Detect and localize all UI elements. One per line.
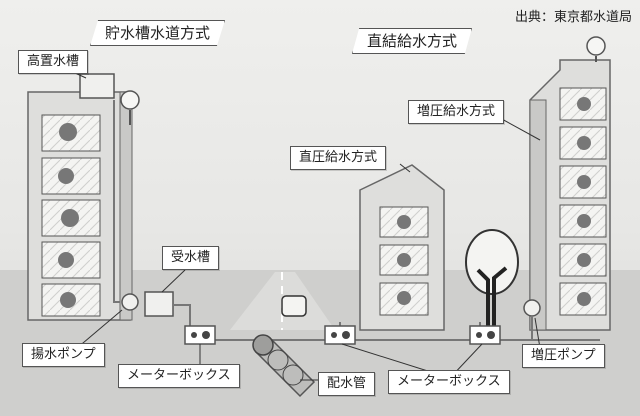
direct-system-title: 直結給水方式 [352, 28, 473, 54]
booster-pump-shape [523, 299, 541, 317]
tank-building [27, 73, 140, 321]
receiving-tank-shape [144, 291, 174, 317]
main-pipe-shape [252, 334, 316, 398]
booster-building [523, 36, 611, 331]
receiving-tank-label: 受水槽 [162, 246, 220, 270]
meter-box-label-right: メーターボックス [388, 370, 510, 394]
main-pipe-label: 配水管 [318, 372, 376, 396]
car [281, 295, 307, 317]
direct-pressure-label: 直圧給水方式 [290, 146, 387, 170]
tree [465, 229, 519, 330]
booster-system-label: 増圧給水方式 [408, 100, 505, 124]
direct-pressure-building [359, 164, 445, 331]
pump-shape [121, 293, 139, 311]
meter-box-label-left: メーターボックス [118, 364, 240, 388]
pump-label: 揚水ポンプ [22, 343, 105, 367]
booster-pump-label: 増圧ポンプ [522, 344, 605, 368]
source-credit: 出典：東京都水道局 [514, 10, 632, 25]
tank-system-title: 貯水槽水道方式 [90, 20, 226, 46]
elevated-tank-label: 高置水槽 [18, 50, 89, 74]
